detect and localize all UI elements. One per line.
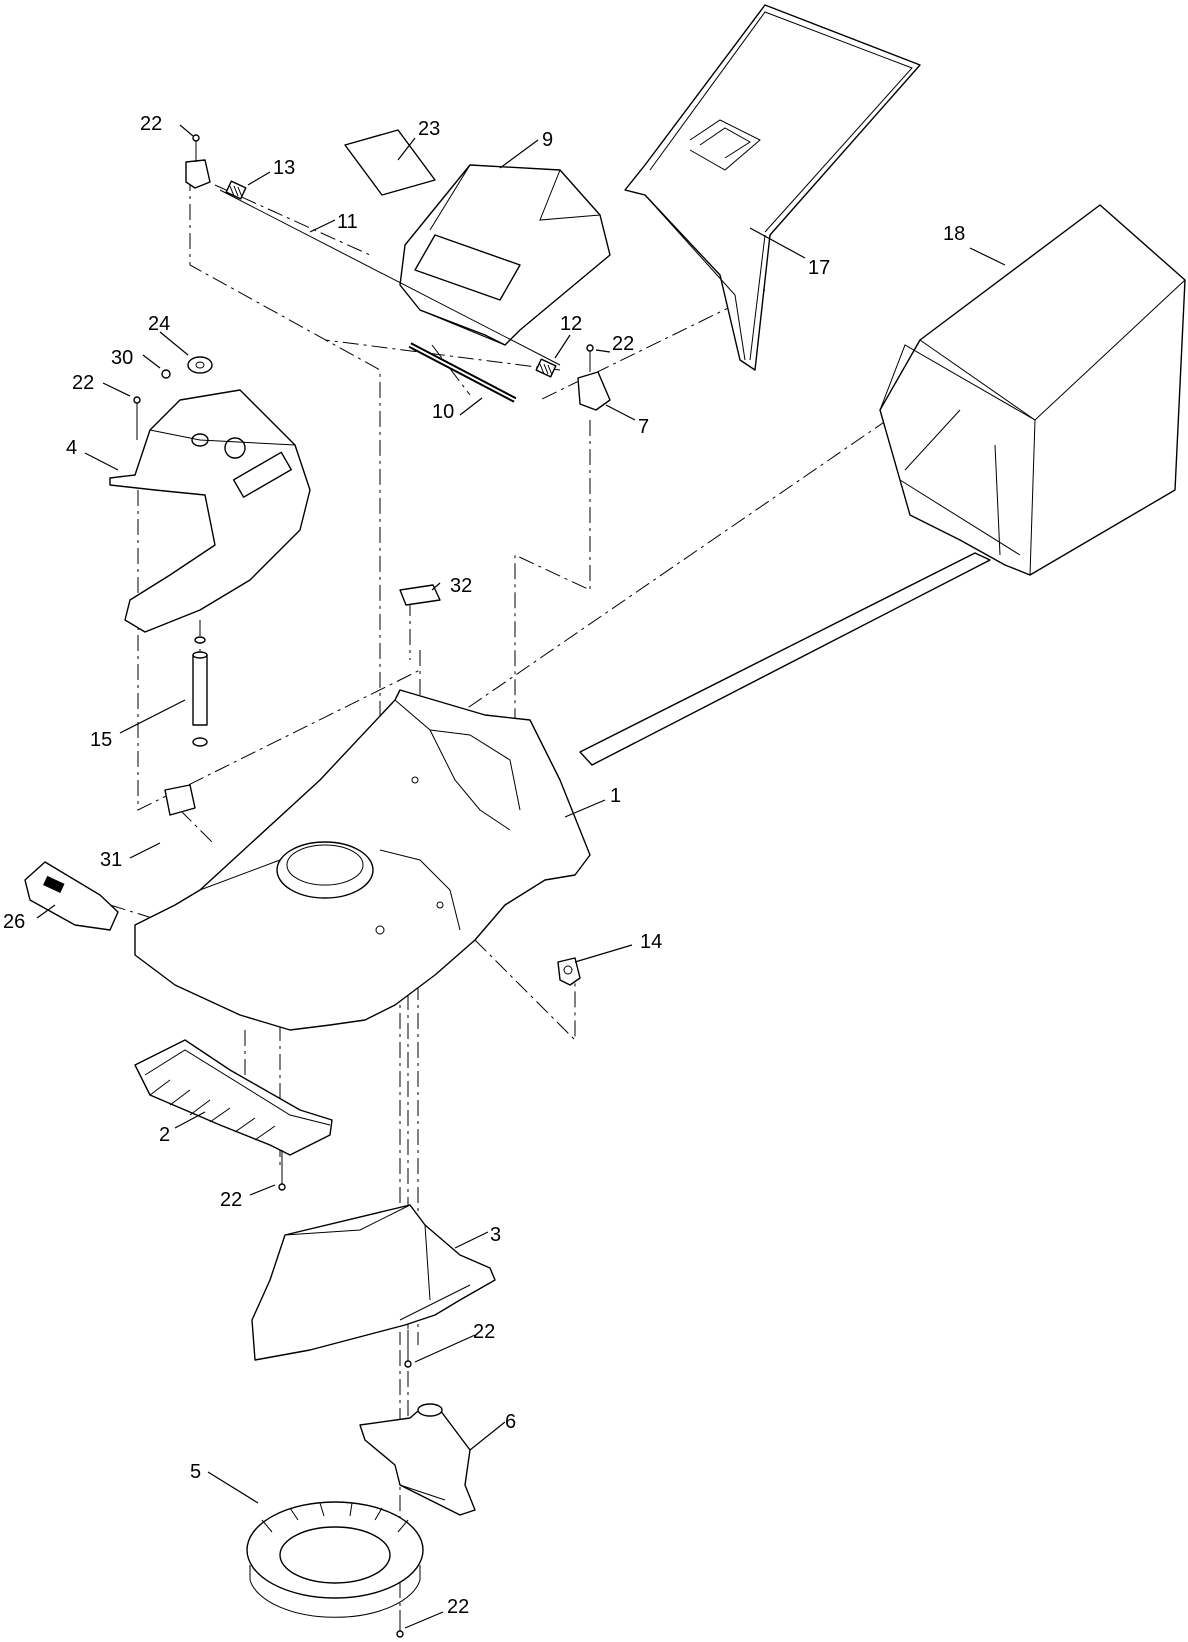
rear-door-part-9 [399, 164, 611, 346]
mower-deck-part-1 [134, 689, 591, 1031]
callout-2: 2 [159, 1124, 170, 1146]
callout-15: 15 [90, 729, 112, 751]
screw-part-22-bottom [396, 1610, 404, 1638]
callout-22-lower: 22 [473, 1321, 495, 1343]
callout-22-bottom: 22 [447, 1596, 469, 1618]
callout-labels: 22 23 13 9 11 17 18 24 30 22 4 12 22 10 … [3, 113, 965, 1618]
hinge-rod-part-11 [219, 189, 561, 366]
callout-13: 13 [273, 157, 295, 179]
baffle-part-3 [251, 1204, 496, 1361]
front-tray-part-2 [134, 1039, 333, 1156]
spring-part-13 [225, 180, 247, 200]
callout-5: 5 [190, 1461, 201, 1483]
callout-9: 9 [542, 129, 553, 151]
callout-14: 14 [640, 931, 662, 953]
deflector-part-6 [359, 1403, 476, 1516]
screw-part-22-mid [278, 1150, 286, 1191]
leader-lines [36, 124, 1006, 1629]
washer-part-24 [187, 356, 213, 374]
callout-22-top: 22 [140, 113, 162, 135]
hinge-bracket-left [185, 134, 211, 189]
bag-frame-part-17 [624, 4, 921, 371]
hinge-bracket-part-7 [577, 344, 611, 411]
callout-3: 3 [490, 1224, 501, 1246]
strip-part-10 [408, 342, 517, 403]
block-part-31 [164, 784, 196, 816]
callout-17: 17 [808, 257, 830, 279]
callout-32: 32 [450, 575, 472, 597]
callout-31: 31 [100, 849, 122, 871]
callout-6: 6 [505, 1411, 516, 1433]
callout-24: 24 [148, 313, 170, 335]
pin-part-30 [161, 369, 171, 379]
decal-part-23 [344, 129, 436, 196]
shaft-part-15 [192, 636, 208, 747]
callout-1: 1 [610, 785, 621, 807]
decal-part-32 [399, 584, 441, 606]
callout-18: 18 [943, 223, 965, 245]
callout-22-right: 22 [612, 333, 634, 355]
ring-part-5 [246, 1501, 424, 1618]
callout-22-left: 22 [72, 372, 94, 394]
screw-part-22-lower [404, 1330, 412, 1368]
callout-10: 10 [432, 401, 454, 423]
callout-7: 7 [638, 416, 649, 438]
spring-part-12 [535, 358, 557, 378]
bag-strip [579, 552, 991, 766]
badge-part-26 [24, 861, 119, 931]
callout-26: 26 [3, 911, 25, 933]
callout-22-mid: 22 [220, 1189, 242, 1211]
callout-23: 23 [418, 118, 440, 140]
callout-30: 30 [111, 347, 133, 369]
callout-12: 12 [560, 313, 582, 335]
screw-part-22-left [133, 396, 141, 440]
callout-4: 4 [66, 437, 77, 459]
callout-11: 11 [337, 211, 358, 233]
grass-bag-part-18 [879, 204, 1186, 576]
rear-cover-part-4 [109, 389, 311, 633]
clip-part-14 [557, 957, 581, 986]
